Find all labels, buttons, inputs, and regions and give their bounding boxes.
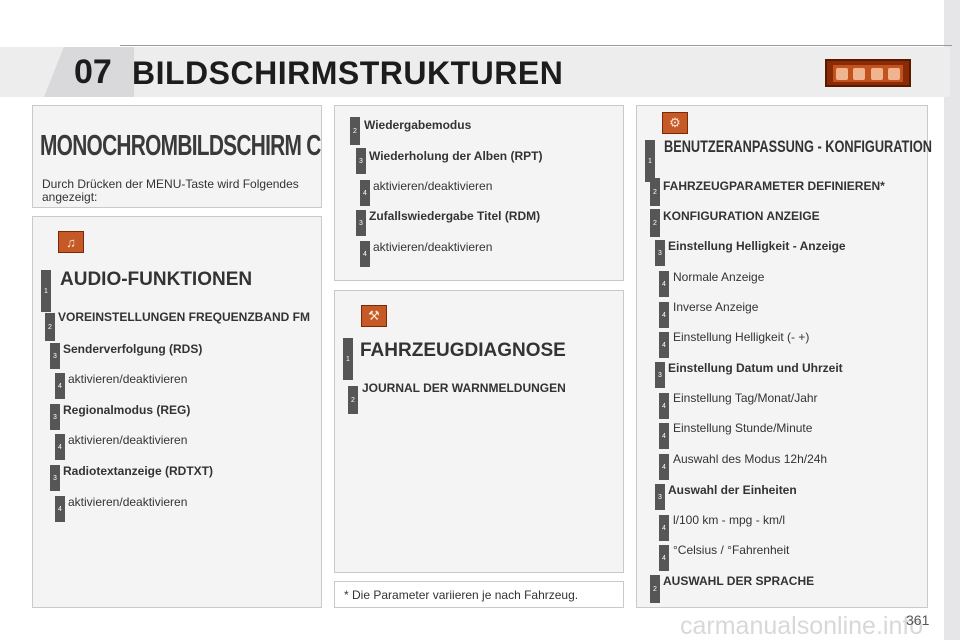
- right-margin-bar: [944, 0, 960, 640]
- menu-item: Radiotextanzeige (RDTXT): [63, 464, 214, 478]
- menu-item: Regionalmodus (REG): [63, 403, 191, 417]
- level-marker: 1: [343, 338, 353, 380]
- menu-item: aktivieren/deaktivieren: [373, 240, 493, 254]
- vehicle-diagnosis-title: FAHRZEUGDIAGNOSE: [360, 340, 566, 361]
- fuel-icon: [888, 67, 901, 80]
- level-marker: 4: [659, 423, 669, 449]
- menu-item: FAHRZEUGPARAMETER DEFINIEREN*: [663, 179, 885, 193]
- customisation-configuration-panel: [636, 105, 928, 608]
- level-marker: 4: [55, 373, 65, 399]
- menu-item: aktivieren/deaktivieren: [68, 433, 188, 447]
- wrench-icon: ⚒: [361, 305, 387, 327]
- level-marker: 2: [45, 313, 55, 341]
- menu-item: Einstellung Helligkeit - Anzeige: [668, 239, 846, 253]
- seat-icon: [835, 67, 848, 80]
- menu-item: Wiederholung der Alben (RPT): [369, 149, 543, 163]
- monochrome-screen-panel: [32, 105, 322, 208]
- level-marker: 4: [659, 393, 669, 419]
- header-rule: [120, 45, 952, 46]
- level-marker: 3: [655, 362, 665, 388]
- level-marker: 4: [659, 454, 669, 480]
- monochrome-title: MONOCHROMBILDSCHIRM C: [40, 130, 321, 162]
- menu-item: l/100 km - mpg - km/l: [673, 513, 786, 527]
- level-marker: 4: [659, 332, 669, 358]
- level-marker: 4: [659, 515, 669, 541]
- level-marker: 3: [50, 404, 60, 430]
- menu-item: Normale Anzeige: [673, 270, 765, 284]
- playback-mode-panel: [334, 105, 624, 281]
- level-marker: 3: [356, 210, 366, 236]
- configuration-icon: ⚙: [662, 112, 688, 134]
- level-marker: 4: [55, 496, 65, 522]
- level-marker: 4: [55, 434, 65, 460]
- footnote-panel: [334, 581, 624, 608]
- level-marker: 3: [50, 465, 60, 491]
- menu-item: aktivieren/deaktivieren: [68, 372, 188, 386]
- level-marker: 1: [41, 270, 51, 312]
- menu-item: KONFIGURATION ANZEIGE: [663, 209, 820, 223]
- menu-item: Auswahl des Modus 12h/24h: [673, 452, 828, 466]
- menu-item: Einstellung Helligkeit (- +): [673, 330, 810, 344]
- menu-item: Einstellung Tag/Monat/Jahr: [673, 391, 818, 405]
- menu-item: JOURNAL DER WARNMELDUNGEN: [362, 381, 566, 395]
- header-band: [0, 47, 950, 97]
- customisation-configuration-title: BENUTZERANPASSUNG - KONFIGURATION: [664, 137, 932, 156]
- intro-text: Durch Drücken der MENU-Taste wird Folgen…: [42, 177, 299, 204]
- menu-icon-strip: [825, 59, 911, 87]
- menu-item: Zufallswiedergabe Titel (RDM): [369, 209, 541, 223]
- menu-item: Senderverfolgung (RDS): [63, 342, 203, 356]
- page-title: BILDSCHIRMSTRUKTUREN: [132, 55, 564, 91]
- menu-item: °Celsius / °Fahrenheit: [673, 543, 790, 557]
- level-marker: 4: [360, 241, 370, 267]
- level-marker: 2: [650, 178, 660, 206]
- menu-item: aktivieren/deaktivieren: [68, 495, 188, 509]
- level-marker: 2: [650, 575, 660, 603]
- level-marker: 3: [356, 148, 366, 174]
- level-marker: 3: [655, 484, 665, 510]
- audio-functions-icon: ♫: [58, 231, 84, 253]
- menu-item: Inverse Anzeige: [673, 300, 759, 314]
- menu-item: Wiedergabemodus: [364, 118, 472, 132]
- audio-icon: [853, 67, 866, 80]
- chapter-number: 07: [74, 53, 112, 91]
- audio-functions-title: AUDIO-FUNKTIONEN: [60, 269, 253, 290]
- menu-item: Auswahl der Einheiten: [668, 483, 797, 497]
- level-marker: 4: [659, 271, 669, 297]
- level-marker: 4: [360, 180, 370, 206]
- level-marker: 3: [50, 343, 60, 369]
- menu-item: AUSWAHL DER SPRACHE: [663, 574, 815, 588]
- level-marker: 4: [659, 302, 669, 328]
- audio-functions-panel: [32, 216, 322, 608]
- menu-item: aktivieren/deaktivieren: [373, 179, 493, 193]
- level-marker: 4: [659, 545, 669, 571]
- level-marker: 2: [350, 117, 360, 145]
- settings-icon: [870, 67, 883, 80]
- page-number: 361: [906, 612, 930, 628]
- level-marker: 1: [645, 140, 655, 182]
- level-marker: 2: [348, 386, 358, 414]
- level-marker: 3: [655, 240, 665, 266]
- watermark: carmanualsonline.info: [680, 612, 924, 640]
- footnote: * Die Parameter variieren je nach Fahrze…: [344, 588, 579, 602]
- vehicle-diagnosis-panel: [334, 290, 624, 573]
- menu-item: VOREINSTELLUNGEN FREQUENZBAND FM: [58, 310, 310, 324]
- level-marker: 2: [650, 209, 660, 237]
- menu-item: Einstellung Datum und Uhrzeit: [668, 361, 843, 375]
- menu-item: Einstellung Stunde/Minute: [673, 421, 813, 435]
